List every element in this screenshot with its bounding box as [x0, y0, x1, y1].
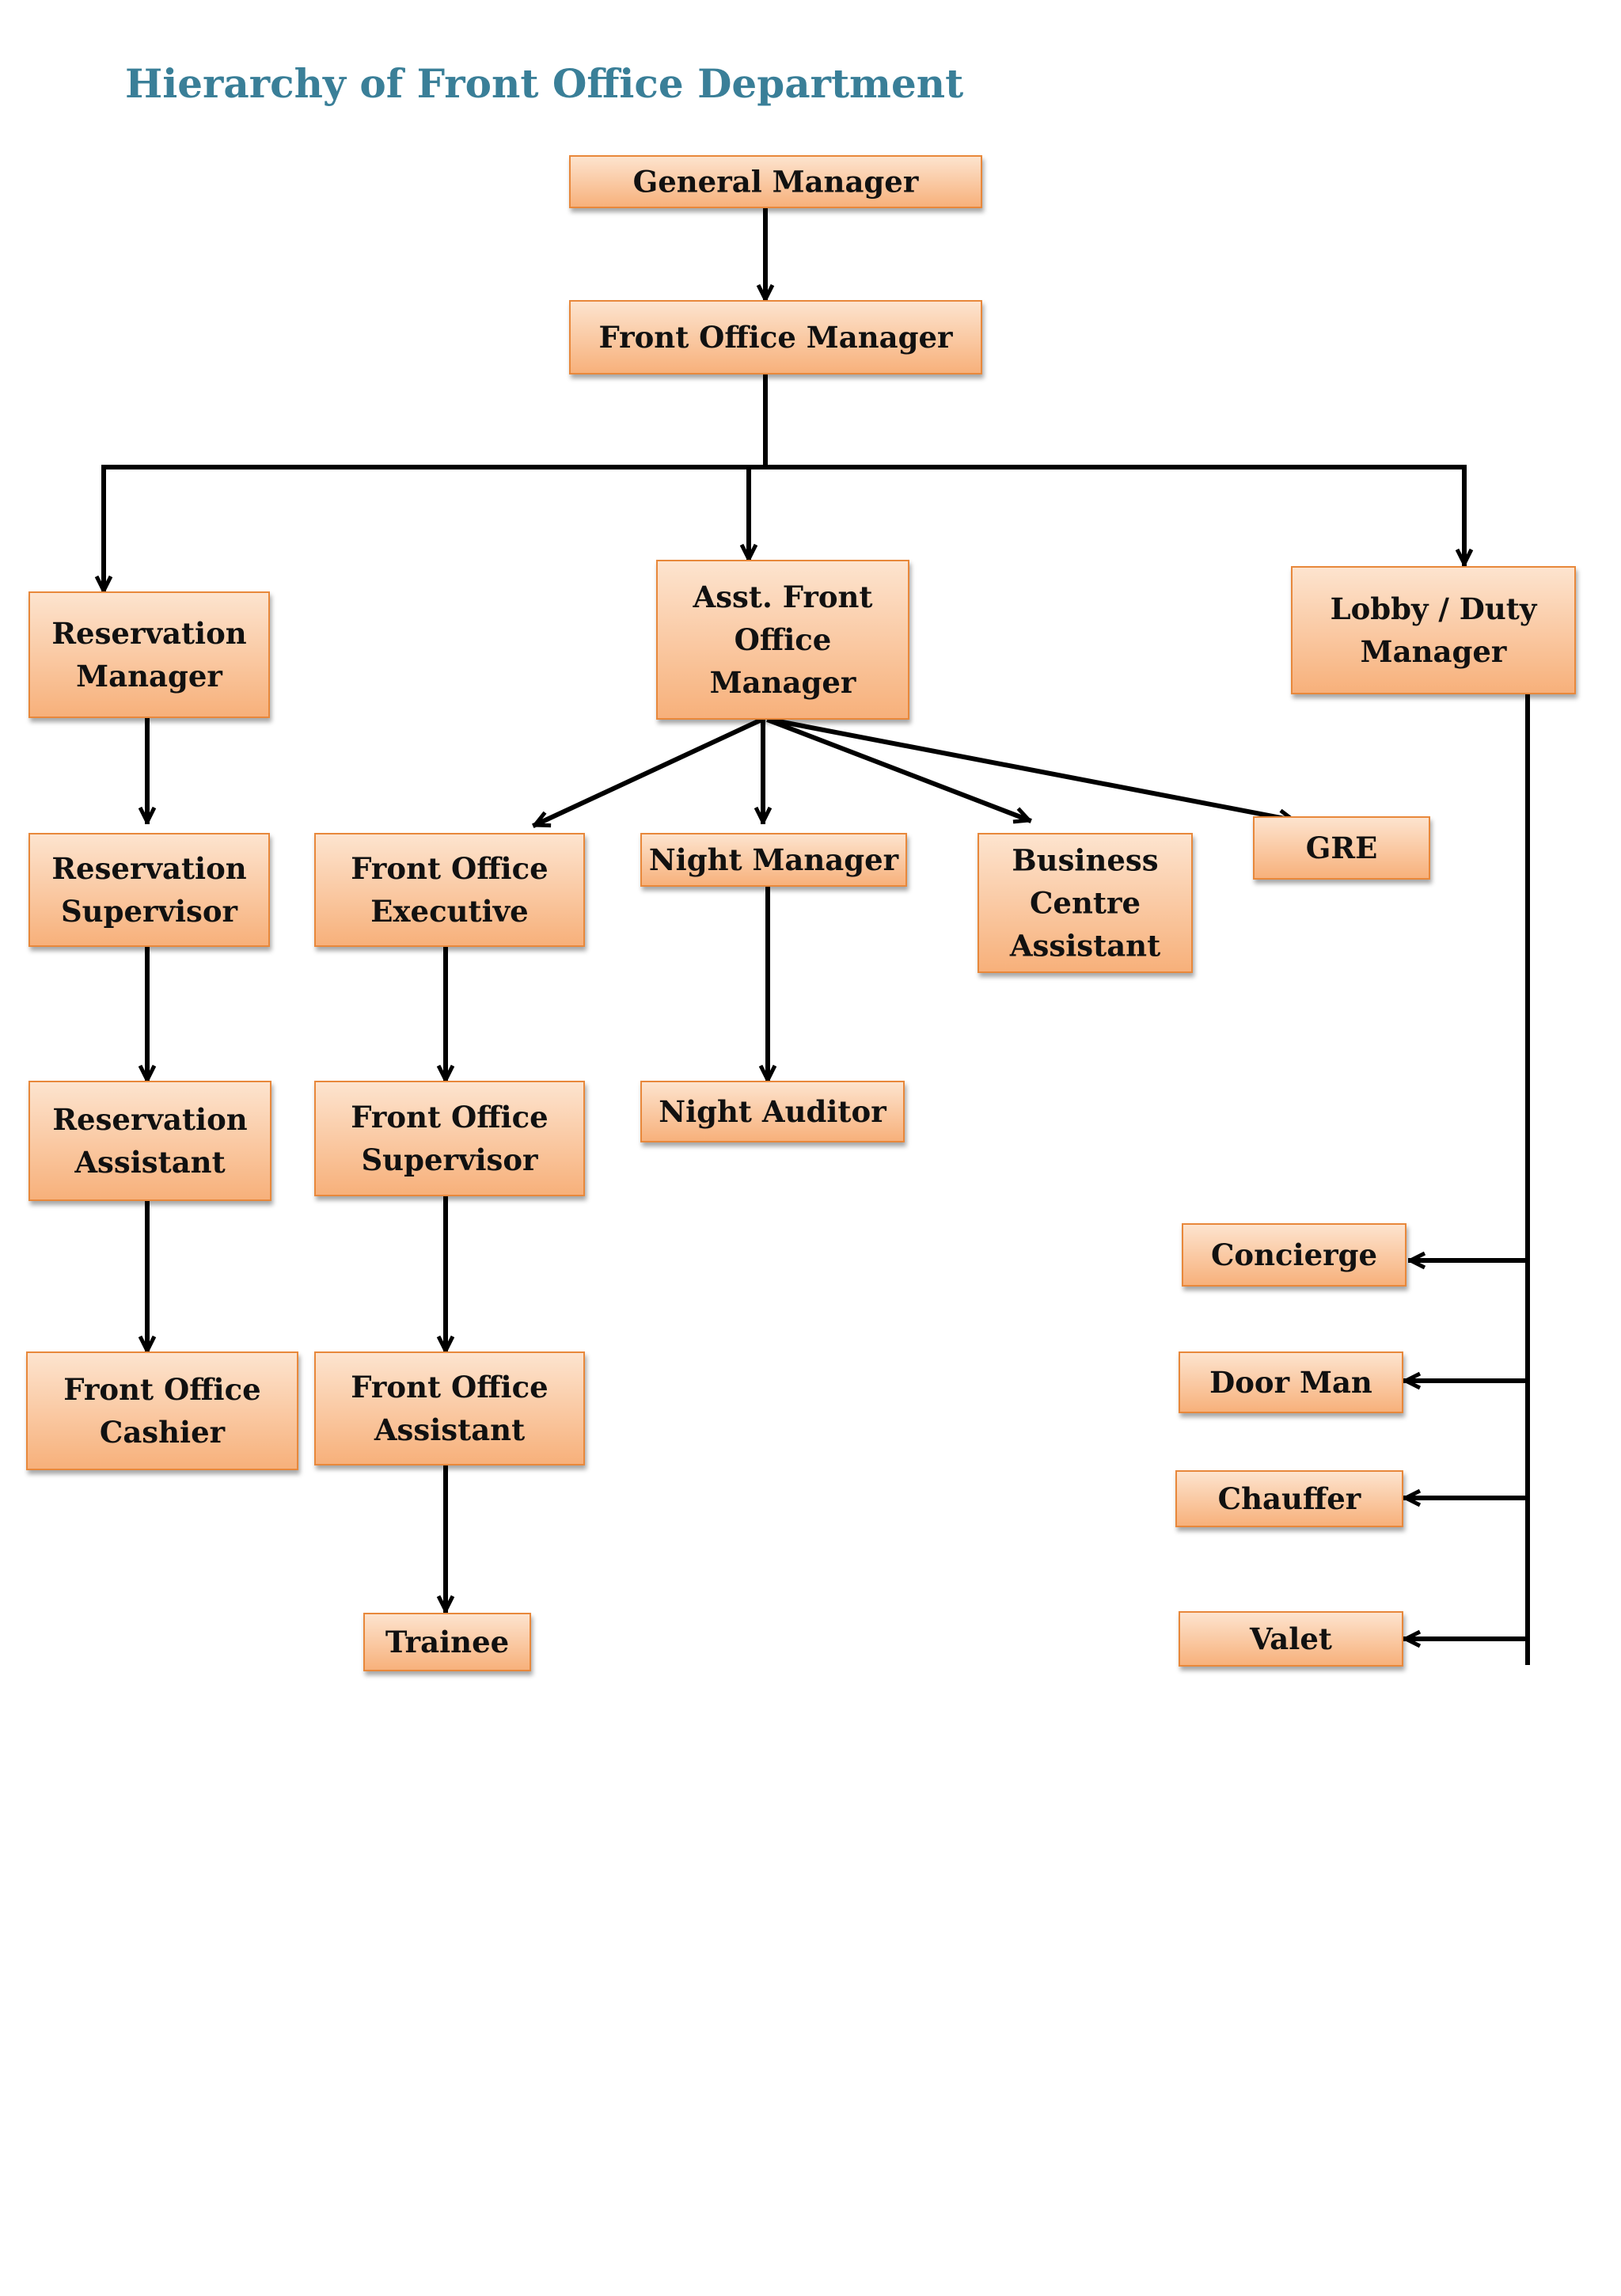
box-frame [1179, 1351, 1403, 1413]
node-gre: GRE [1253, 816, 1430, 880]
node-valet: Valet [1179, 1611, 1403, 1667]
box-frame [26, 1351, 298, 1470]
box-label-line: Business [1012, 843, 1158, 878]
box-label-line: Concierge [1211, 1237, 1377, 1272]
node-door-man: Door Man [1179, 1351, 1403, 1413]
box-label-line: Executive [370, 894, 528, 929]
box-frame [28, 1081, 271, 1201]
box-frame [28, 833, 270, 947]
box-label-line: Manager [1361, 634, 1507, 669]
box-label-line: Front Office [63, 1372, 260, 1407]
box-label-line: Centre [1030, 886, 1141, 921]
box-label-line: Night Auditor [659, 1094, 886, 1129]
node-front-office-manager: Front Office Manager [569, 300, 982, 374]
box-label-line: Assistant [74, 1145, 225, 1180]
box-label-line: Reservation [52, 1102, 247, 1137]
box-frame [314, 1081, 585, 1196]
box-frame [640, 1081, 905, 1142]
box-label-line: Night Manager [649, 842, 899, 877]
node-night-manager: Night Manager [640, 833, 907, 887]
box-label-line: Assistant [1009, 929, 1160, 964]
box-label-line: Asst. Front [692, 580, 872, 614]
box-label-line: Supervisor [361, 1142, 538, 1177]
box-label-line: Manager [76, 659, 222, 694]
box-frame [569, 155, 982, 208]
box-frame [363, 1613, 531, 1671]
box-frame [28, 591, 270, 718]
box-label-line: Reservation [51, 851, 246, 886]
box-label-line: General Manager [633, 165, 919, 200]
node-concierge: Concierge [1182, 1223, 1407, 1287]
box-frame [314, 1351, 585, 1465]
box-label-line: Reservation [51, 616, 246, 651]
connectors [104, 205, 1530, 1665]
box-frame [656, 560, 909, 720]
node-general-manager: General Manager [569, 155, 982, 208]
edge-asst-to-business-centre-assistant [766, 717, 1029, 820]
box-label-line: Assistant [374, 1412, 525, 1447]
box-label-line: Supervisor [61, 894, 238, 929]
edge-asst-to-gre [771, 717, 1293, 820]
page-title: Hierarchy of Front Office Department [125, 60, 964, 107]
box-frame [1179, 1611, 1403, 1667]
box-frame [1182, 1223, 1407, 1287]
box-frame [1175, 1470, 1403, 1527]
box-label-line: Door Man [1209, 1365, 1372, 1400]
node-night-auditor: Night Auditor [640, 1081, 905, 1142]
box-label-line: Trainee [385, 1625, 509, 1659]
node-trainee: Trainee [363, 1613, 531, 1671]
box-label-line: Office [735, 622, 832, 657]
box-frame [1253, 816, 1430, 880]
box-label-line: Chauffer [1218, 1481, 1361, 1516]
box-label-line: GRE [1306, 831, 1378, 865]
box-frame [314, 833, 585, 947]
box-frame [569, 300, 982, 374]
box-label-line: Lobby / Duty [1331, 591, 1538, 626]
box-label-line: Manager [710, 665, 856, 700]
box-label-line: Front Office [351, 1370, 548, 1405]
box-frame [1291, 566, 1576, 694]
box-frame [978, 833, 1193, 973]
box-label-line: Front Office [351, 851, 548, 886]
box-label-line: Front Office [351, 1100, 548, 1135]
box-frame [640, 833, 907, 887]
nodes: General Manager Front Office Manager Res… [26, 155, 1576, 1671]
box-label-line: Front Office Manager [599, 320, 953, 355]
edge-asst-to-front-office-executive [535, 717, 763, 828]
box-label-line: Valet [1249, 1621, 1332, 1656]
node-chauffer: Chauffer [1175, 1470, 1403, 1527]
box-label-line: Cashier [100, 1415, 226, 1450]
